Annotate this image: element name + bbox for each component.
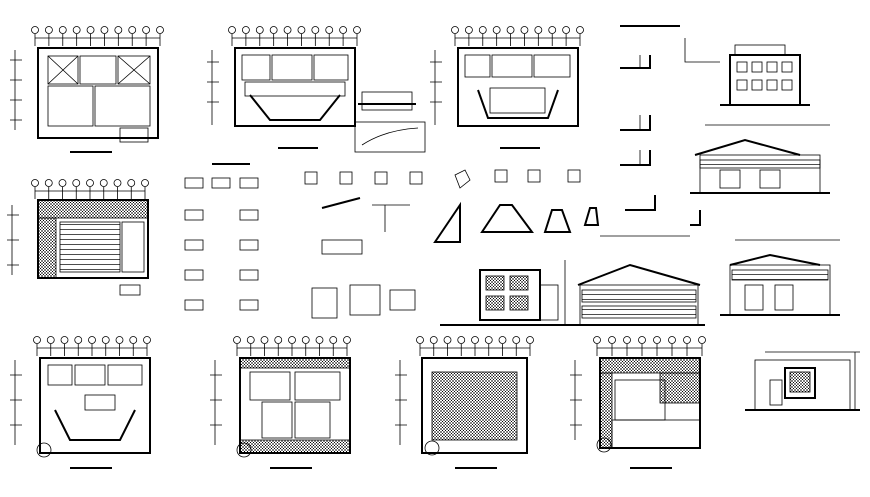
grid-bubble xyxy=(156,26,164,34)
grid-bubble xyxy=(576,26,584,34)
grid-bubbles xyxy=(233,336,351,356)
grid-bubble xyxy=(353,26,361,34)
grid-bubble xyxy=(274,336,283,344)
grid-bubble xyxy=(60,336,69,344)
grid-bubble xyxy=(534,26,543,34)
grid-bubble xyxy=(311,26,320,34)
grid-bubble xyxy=(492,26,501,34)
grid-bubble xyxy=(141,179,149,187)
grid-bubbles xyxy=(416,336,534,356)
grid-bubble xyxy=(683,336,691,344)
grid-bubble xyxy=(86,26,95,34)
grid-bubble xyxy=(246,336,255,344)
grid-bubble xyxy=(58,26,67,34)
details xyxy=(184,25,720,319)
grid-bubble xyxy=(100,26,109,34)
grid-bubble xyxy=(74,336,83,344)
grid-bubble xyxy=(129,336,138,344)
grid-bubble xyxy=(44,26,53,34)
elevation-front xyxy=(720,44,810,106)
section-c xyxy=(745,351,860,411)
grid-bubble xyxy=(315,336,324,344)
grid-bubbles xyxy=(33,336,151,356)
grid-bubble xyxy=(593,336,601,344)
plan-ground-floor xyxy=(10,26,164,153)
grid-bubble xyxy=(46,336,55,344)
grid-bubble xyxy=(325,26,334,34)
grid-bubble xyxy=(99,179,108,187)
grid-bubbles xyxy=(451,26,584,46)
grid-bubble xyxy=(228,26,236,34)
grid-bubble xyxy=(288,336,296,344)
grid-bubble xyxy=(498,336,507,344)
grid-bubble xyxy=(301,336,310,344)
grid-bubble xyxy=(127,179,136,187)
plan-lower-4 xyxy=(570,336,706,469)
plan-terrace xyxy=(7,179,149,296)
grid-bubble xyxy=(638,336,646,344)
elevation-side xyxy=(440,260,705,326)
section-b xyxy=(720,239,840,316)
plan-lower-1 xyxy=(10,336,151,469)
grid-bubble xyxy=(520,26,529,34)
grid-bubble xyxy=(297,26,306,34)
grid-bubble xyxy=(416,336,424,344)
plan-lower-2 xyxy=(210,336,351,469)
grid-bubble xyxy=(101,336,110,344)
grid-bubbles xyxy=(228,26,361,46)
grid-bubble xyxy=(429,336,438,344)
grid-bubble xyxy=(143,336,151,344)
grid-bubble xyxy=(471,336,479,344)
grid-bubble xyxy=(72,26,81,34)
grid-bubble xyxy=(562,26,571,34)
grid-bubble xyxy=(269,26,278,34)
grid-bubble xyxy=(608,336,616,344)
grid-bubble xyxy=(58,179,67,187)
grid-bubble xyxy=(115,336,124,344)
grid-bubble xyxy=(623,336,631,344)
grid-bubble xyxy=(484,336,493,344)
grid-bubble xyxy=(443,336,452,344)
grid-bubble xyxy=(88,336,96,344)
grid-bubbles xyxy=(31,179,149,199)
plan-first-floor xyxy=(207,26,361,149)
grid-bubble xyxy=(339,26,348,34)
grid-bubble xyxy=(128,26,137,34)
grid-bubbles xyxy=(593,336,706,356)
grid-bubble xyxy=(653,336,661,344)
grid-bubble xyxy=(478,26,487,34)
grid-bubble xyxy=(512,336,521,344)
section-a xyxy=(690,124,830,194)
grid-bubble xyxy=(457,336,466,344)
grid-bubble xyxy=(33,336,41,344)
grid-bubble xyxy=(506,26,515,34)
grid-bubble xyxy=(451,26,459,34)
grid-bubble xyxy=(464,26,473,34)
grid-bubble xyxy=(260,336,269,344)
grid-bubble xyxy=(668,336,676,344)
grid-bubble xyxy=(698,336,706,344)
grid-bubble xyxy=(113,179,122,187)
grid-bubble xyxy=(329,336,338,344)
grid-bubbles xyxy=(31,26,164,46)
grid-bubble xyxy=(548,26,557,34)
grid-bubble xyxy=(241,26,250,34)
plan-second-floor xyxy=(430,26,584,149)
grid-bubble xyxy=(526,336,534,344)
grid-bubble xyxy=(343,336,351,344)
grid-bubble xyxy=(114,26,123,34)
grid-bubble xyxy=(283,26,292,34)
grid-bubble xyxy=(44,179,53,187)
grid-bubble xyxy=(142,26,151,34)
grid-bubble xyxy=(72,179,81,187)
grid-bubble xyxy=(31,26,39,34)
grid-bubble xyxy=(255,26,264,34)
grid-bubble xyxy=(233,336,241,344)
grid-bubble xyxy=(31,179,39,187)
plan-lower-3 xyxy=(395,336,534,469)
grid-bubble xyxy=(86,179,94,187)
